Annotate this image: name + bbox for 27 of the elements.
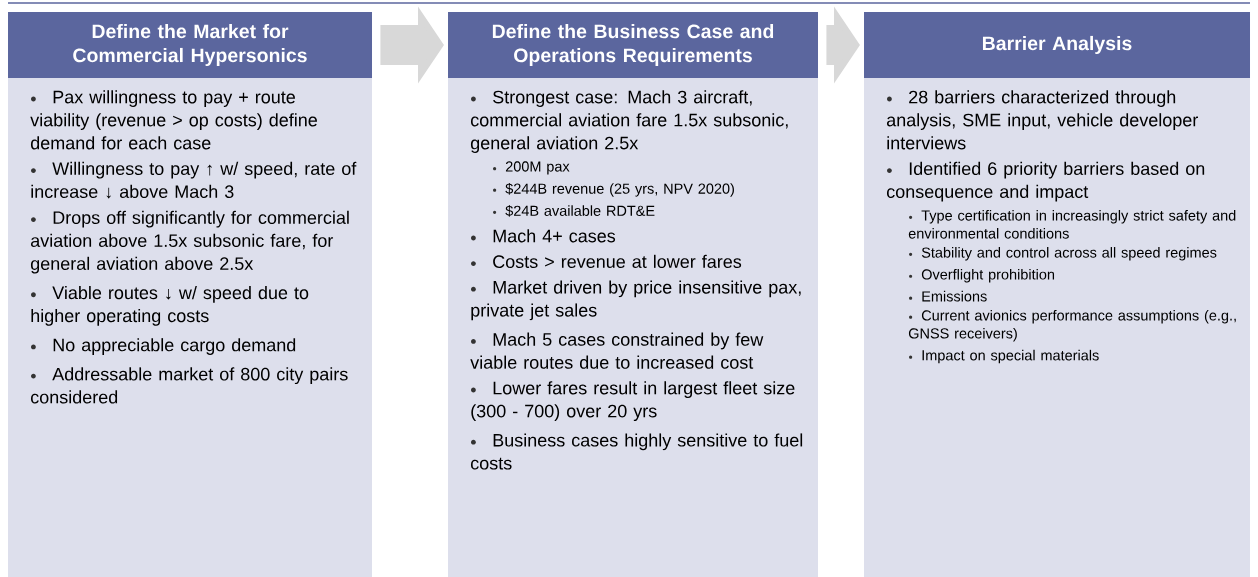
bullet-item: Current avionics performance assumptions (e.g., GNSS receivers) [908,309,1236,342]
bullet-item: Type certification in increasingly strict safety and environmental conditions [908,210,1236,239]
bullet-item: Lower fares result in largest fleet size (300 - 700) over 20 yrs [471,381,795,421]
bullet-item: Business cases highly sensitive to fuel costs [471,433,803,470]
bullet-item: Pax willingness to pay + route viability (revenue > op costs) define demand for each case [30,90,317,150]
bullet-item: Mach 5 cases constrained by few viable routes due to increased cost [470,332,764,369]
bullet-item: Willingness to pay ↑ w/ speed, rate of increase ↓ above Mach 3 [31,161,357,199]
bullet-item: Viable routes ↓ w/ speed due to higher operating costs [31,285,309,326]
bullet-item: Addressable market of 800 city pairs considered [31,367,348,404]
bullet-item: $24B available RDT&E [493,205,655,217]
bullet-item: Overflight prohibition [909,268,1054,283]
bullet-item: Mach 4+ cases [471,229,616,243]
bullet-item: $244B revenue (25 yrs, NPV 2020) [493,182,734,197]
bullet-item: Market driven by price insensitive pax, private jet sales [471,280,801,321]
bullet-item: Drops off significantly for commercial aviation above 1.5x subsonic fare, for general aviation above 2.5x [30,210,349,274]
bullet-item: 200M pax [493,161,570,175]
bullet-item: Emissions [909,290,987,302]
header-bar: Define the Business Case and Operations Requirements [448,12,818,78]
header-bar: Barrier Analysis [864,12,1250,78]
bullet-item: Costs > revenue at lower fares [471,254,742,268]
bullet-item: Impact on special materials [909,349,1099,364]
header-bar: Define the Market for Commercial Hypersonics [8,12,372,78]
bullet-item: No appreciable cargo demand [31,338,296,355]
bullet-item: Stability and control across all speed regimes [909,247,1217,261]
bullet-item: Identified 6 priority barriers based on consequence and impact [887,161,1205,202]
bullet-item: 28 barriers characterized through analysis, SME input, vehicle developer interviews [887,90,1198,150]
bullet-item: Strongest case: Mach 3 aircraft, commercial aviation fare 1.5x subsonic, general aviation 2.5x [470,90,788,153]
